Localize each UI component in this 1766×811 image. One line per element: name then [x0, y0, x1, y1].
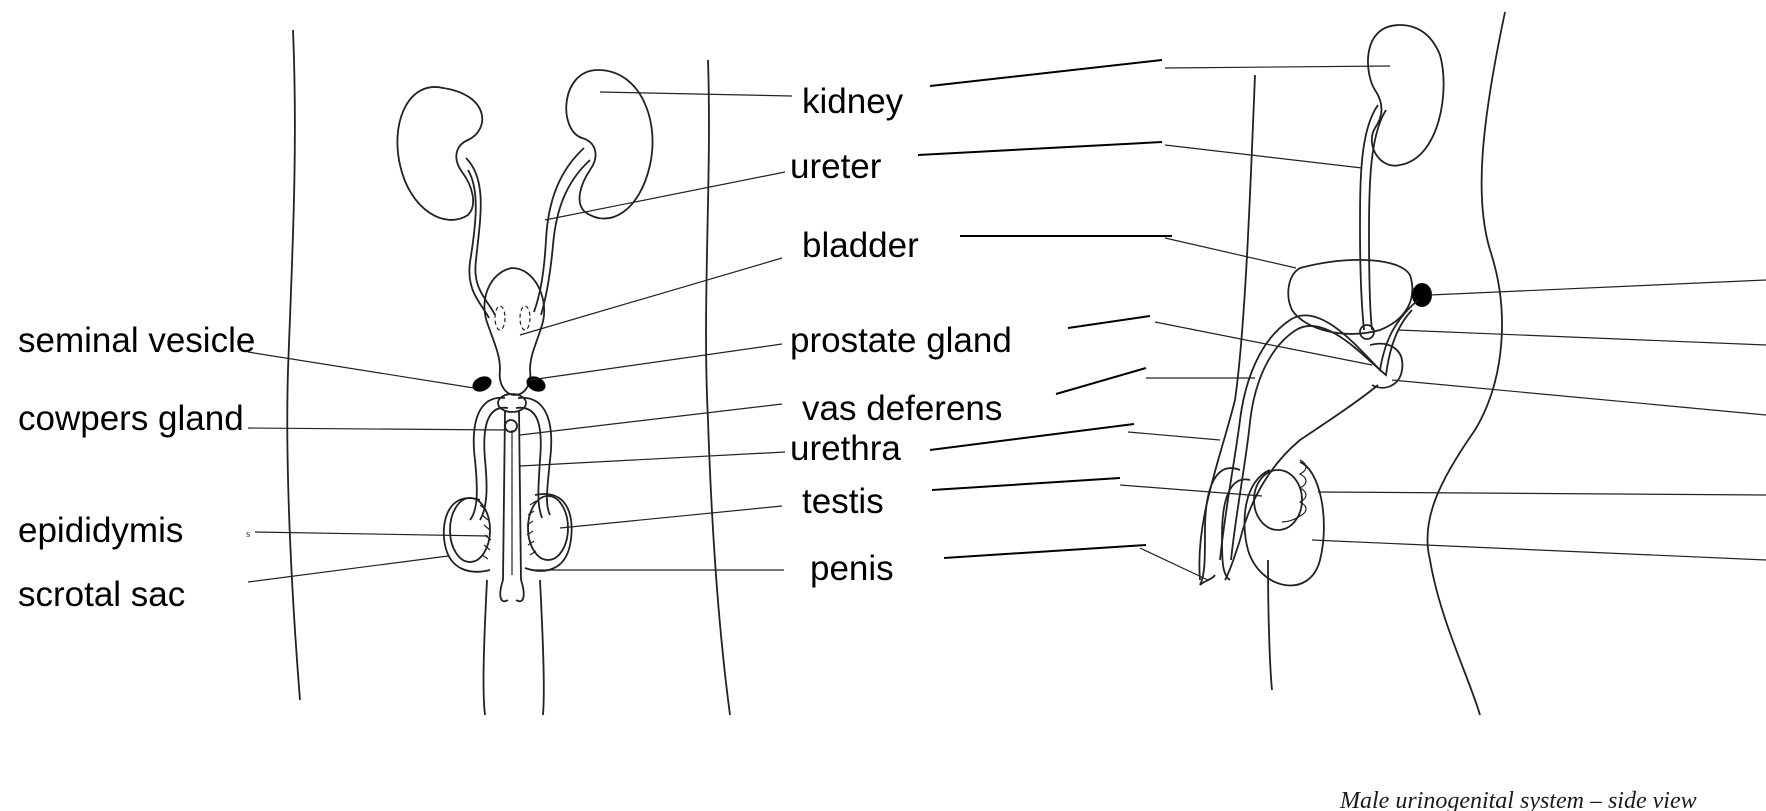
leader-scrotal-sac [248, 556, 448, 582]
leader-ureter-side [918, 142, 1162, 155]
front-vas-deferens-left [470, 398, 505, 520]
leader-kidney-side-b [1165, 66, 1390, 68]
side-testis [1254, 470, 1302, 530]
label-epididymis: epididymis [18, 511, 183, 550]
side-epididymis [1282, 460, 1306, 522]
front-penis-tip [500, 580, 523, 601]
label-testis: testis [802, 482, 884, 521]
side-view: Male urinogenital system – side view [1199, 12, 1696, 811]
leader-testis-front [560, 506, 782, 528]
leader-right-3 [1392, 380, 1766, 415]
leader-urethra-side-b [1128, 432, 1220, 440]
leader-ureter-front [545, 172, 785, 220]
leader-kidney-side [930, 60, 1162, 86]
front-leg-left [484, 580, 487, 715]
front-bladder [484, 268, 544, 395]
leader-vas-deferens-front [520, 404, 782, 435]
front-view: s [246, 30, 730, 715]
leader-penis-side [944, 545, 1146, 558]
front-body-outline-right [706, 60, 730, 715]
label-ureter: ureter [790, 147, 882, 186]
front-leg-right [540, 580, 544, 715]
leader-right-2 [1398, 330, 1766, 345]
side-scrotal-sac [1244, 462, 1323, 585]
leader-bladder-front [520, 258, 782, 335]
leader-urethra-front [520, 452, 785, 466]
front-kidney-left [397, 87, 482, 220]
front-seminal-vesicle-right [524, 373, 548, 394]
leader-ureter-side-b [1165, 145, 1362, 168]
leader-right-1 [1430, 280, 1766, 295]
side-bladder [1288, 260, 1412, 334]
leader-prostate-front [530, 344, 782, 380]
leader-vas-deferens-side [1056, 368, 1146, 394]
label-vas-deferens: vas deferens [802, 389, 1002, 428]
front-urethra-left [503, 410, 505, 580]
leader-right-5 [1312, 540, 1766, 560]
leader-right-4 [1318, 492, 1766, 495]
side-kidney [1368, 25, 1444, 166]
front-tiny-s-mark: s [246, 528, 250, 540]
side-penis [1200, 468, 1250, 585]
leader-kidney-front [600, 92, 792, 96]
front-ureter-opening-left [495, 306, 505, 330]
leader-bladder-side-b [1165, 238, 1296, 268]
front-body-outline-left [287, 30, 300, 700]
front-ureter-left [466, 158, 495, 315]
diagram-caption: Male urinogenital system – side view [1339, 788, 1697, 811]
leader-prostate-side-b [1155, 322, 1372, 365]
front-prostate [498, 394, 526, 412]
label-urethra: urethra [790, 429, 901, 468]
label-bladder: bladder [802, 226, 919, 265]
label-kidney: kidney [802, 82, 904, 121]
label-cowpers-gland: cowpers gland [18, 399, 244, 438]
label-seminal-vesicle: seminal vesicle [18, 321, 255, 360]
leader-penis-side-b [1140, 548, 1208, 580]
label-scrotal-sac: scrotal sac [18, 575, 185, 614]
leader-seminal-vesicle [248, 352, 474, 388]
labels: kidney ureter bladder seminal vesicle pr… [18, 82, 1012, 614]
label-prostate-gland: prostate gland [790, 321, 1012, 360]
front-ureter-right [534, 148, 584, 312]
front-cowpers-gland [505, 420, 517, 432]
leader-prostate-side [1068, 316, 1150, 328]
leader-testis-side [932, 478, 1120, 490]
front-seminal-vesicle-left [470, 373, 494, 394]
front-ureter-opening-right [520, 306, 530, 330]
label-penis: penis [810, 549, 894, 588]
